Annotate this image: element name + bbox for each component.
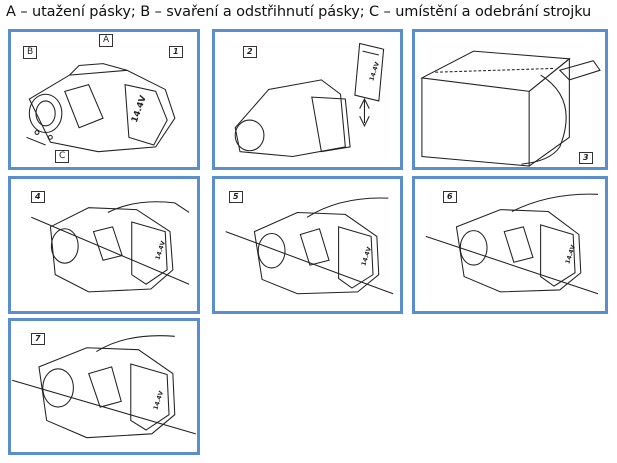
step-number: 5 xyxy=(229,191,243,203)
instructions-caption: A – utažení pásky; B – svaření a odstřih… xyxy=(6,4,592,20)
panel-step-5: 5 14.4V xyxy=(212,176,403,314)
step-number: 2 xyxy=(243,46,257,58)
callout-c: C xyxy=(55,150,70,163)
battery-removal-illustration xyxy=(234,42,385,157)
strapping-tool-illustration-7 xyxy=(12,335,196,439)
strapping-tool-illustration-6 xyxy=(425,193,599,295)
callout-a: A xyxy=(99,34,114,47)
step-number: 3 xyxy=(579,152,593,164)
svg-text:14.4V: 14.4V xyxy=(130,94,149,124)
panel-step-2: 2 14.4V xyxy=(212,29,403,170)
panel-step-3: 3 xyxy=(412,29,608,170)
step-number: 4 xyxy=(31,191,45,203)
panel-step-6: 6 14.4V xyxy=(412,176,608,314)
step-number: 7 xyxy=(31,333,45,345)
panel-step-4: 4 14.4V xyxy=(8,176,200,314)
strapping-tool-illustration-5 xyxy=(225,197,394,295)
strapping-tool-illustration-4 xyxy=(31,201,190,293)
callout-b: B xyxy=(23,46,38,59)
strapping-tool-illustration-1: 14.4V xyxy=(26,63,176,153)
step-number: 1 xyxy=(169,46,183,58)
step-number: 6 xyxy=(443,191,457,203)
panel-step-1: 14.4V 1 A B C xyxy=(8,29,200,170)
strap-around-box-illustration xyxy=(420,50,601,167)
panel-step-7: 7 14.4V xyxy=(8,318,200,455)
